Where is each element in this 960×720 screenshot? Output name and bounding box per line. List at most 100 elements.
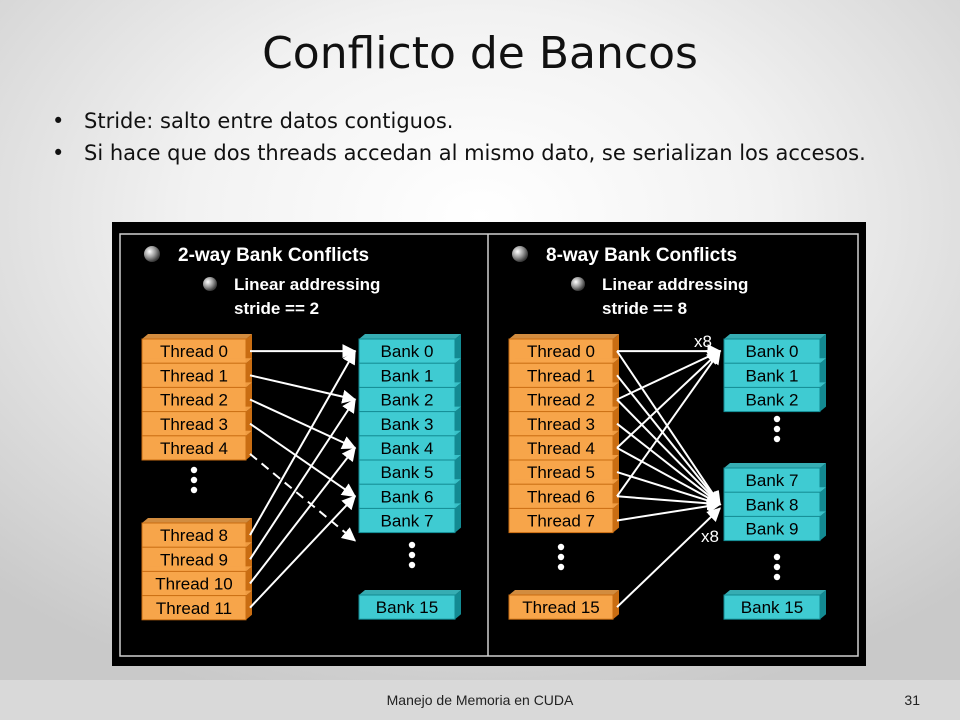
- bank-cell: Bank 6: [381, 487, 434, 506]
- ellipsis-dot-icon: [408, 561, 416, 569]
- bullet-dot-icon: •: [52, 109, 65, 133]
- ellipsis-dot-icon: [773, 415, 781, 423]
- mapping-arrow-dashed: [249, 453, 357, 542]
- thread-cell-top: [509, 430, 619, 436]
- bank-cell-top: [724, 590, 826, 595]
- panel-stride-2: stride == 8: [602, 299, 687, 318]
- thread-cell-side: [613, 358, 619, 388]
- mapping-arrow: [616, 374, 721, 506]
- ellipsis-dot-icon: [557, 553, 565, 561]
- thread-cell-side: [246, 542, 252, 572]
- bank-cell-side: [455, 479, 461, 509]
- bank-cell-box: [358, 594, 456, 620]
- bank-cell-side: [820, 334, 826, 364]
- bank-cell-side: [455, 455, 461, 485]
- thread-cell-top: [509, 334, 619, 339]
- bank-cell: Bank 7: [746, 471, 799, 490]
- bank-cell: Bank 4: [381, 439, 434, 458]
- thread-cell-side: [246, 406, 252, 436]
- ellipsis-dot-icon: [408, 551, 416, 559]
- mapping-arrow: [616, 495, 722, 511]
- thread-cell-side: [246, 358, 252, 388]
- thread-cell: Thread 0: [160, 342, 228, 361]
- thread-cell: Thread 6: [527, 487, 595, 506]
- multiplier-label-bottom: x8: [701, 527, 719, 546]
- bank-cell: Bank 1: [381, 366, 434, 385]
- mapping-arrow: [249, 349, 356, 536]
- bank-cell-side: [455, 382, 461, 412]
- thread-cell-side: [613, 479, 619, 509]
- bank-cell-top: [724, 334, 826, 339]
- bank-cell: Bank 2: [746, 391, 799, 410]
- bullet-item: •Si hace que dos threads accedan al mism…: [52, 140, 932, 166]
- subheading-bullet-icon: [203, 277, 217, 291]
- bank-cell-top: [359, 503, 461, 509]
- bank-cell-box: [723, 515, 821, 542]
- bullet-item: •Stride: salto entre datos contiguos.: [52, 108, 932, 134]
- ellipsis-dot-icon: [773, 435, 781, 443]
- bank-cell-side: [820, 463, 826, 493]
- bank-cell-side: [455, 590, 461, 620]
- panel-stride-1: stride == 2: [234, 299, 319, 318]
- thread-cell-top: [142, 590, 252, 596]
- thread-cell: Thread 0: [527, 342, 595, 361]
- bank-cell: Bank 9: [746, 520, 799, 539]
- mapping-arrow: [616, 398, 721, 506]
- mapping-arrow: [616, 350, 722, 449]
- thread-cell-side: [246, 566, 252, 596]
- thread-cell-side: [613, 430, 619, 460]
- heading-bullet-icon: [144, 246, 160, 262]
- thread-cell: Thread 15: [522, 598, 600, 617]
- thread-cell-side: [613, 503, 619, 533]
- thread-cell-side: [246, 382, 252, 412]
- bank-cell-top: [359, 590, 461, 595]
- bank-cell-top: [359, 455, 461, 460]
- thread-cell-side: [613, 406, 619, 436]
- thread-cell-top: [509, 503, 619, 509]
- thread-cell-box: [141, 435, 247, 461]
- thread-cell-top: [142, 406, 252, 412]
- bank-cell: Bank 0: [746, 342, 799, 361]
- thread-cell-top: [509, 358, 619, 364]
- thread-cell: Thread 4: [160, 439, 228, 458]
- bank-cell: Bank 2: [381, 391, 434, 410]
- panel-subheading-1: Linear addressing: [234, 275, 380, 294]
- ellipsis-dot-icon: [190, 476, 198, 484]
- ellipsis-dot-icon: [773, 553, 781, 561]
- footer-bar: [0, 680, 960, 720]
- bank-cell-side: [820, 511, 826, 541]
- mapping-arrow: [249, 398, 357, 449]
- thread-cell: Thread 10: [155, 575, 233, 594]
- thread-cell: Thread 1: [160, 366, 228, 385]
- thread-cell: Thread 8: [160, 526, 228, 545]
- bank-cell-box: [723, 594, 821, 620]
- mapping-arrow: [249, 398, 356, 560]
- thread-cell-side: [246, 430, 252, 460]
- mapping-arrow: [249, 446, 356, 585]
- thread-cell: Thread 3: [527, 415, 595, 434]
- bank-cell-side: [820, 382, 826, 412]
- ellipsis-dot-icon: [557, 563, 565, 571]
- thread-cell-top: [142, 430, 252, 436]
- multiplier-label-top: x8: [694, 332, 712, 351]
- thread-cell: Thread 11: [156, 599, 232, 618]
- bank-cell-box: [723, 386, 821, 413]
- thread-cell-side: [613, 382, 619, 412]
- thread-cell-side: [246, 590, 252, 620]
- thread-cell: Thread 5: [527, 463, 595, 482]
- panel-heading-2: 8-way Bank Conflicts: [546, 245, 737, 266]
- bank-cell-top: [359, 406, 461, 412]
- ellipsis-dot-icon: [190, 466, 198, 474]
- thread-cell-side: [246, 334, 252, 364]
- bank-cell: Bank 5: [381, 463, 434, 482]
- thread-cell: Thread 3: [160, 415, 228, 434]
- bank-cell: Bank 7: [381, 512, 434, 531]
- mapping-arrow: [616, 499, 722, 522]
- mapping-arrow: [249, 422, 357, 498]
- bullet-dot-icon: •: [52, 141, 65, 165]
- thread-cell-top: [509, 590, 619, 595]
- footer-text: Manejo de Memoria en CUDA: [386, 692, 574, 708]
- subheading-bullet-icon: [571, 277, 585, 291]
